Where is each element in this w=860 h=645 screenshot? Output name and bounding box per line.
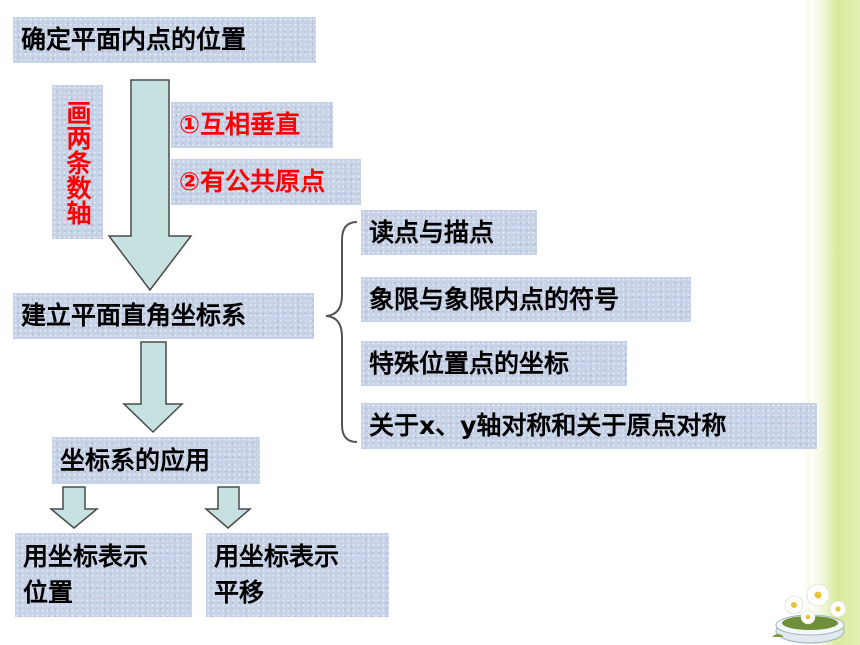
decorative-side-strip (804, 0, 860, 645)
node-symmetry: 关于x、y轴对称和关于原点对称 (361, 403, 817, 449)
arrow-down-translation (203, 486, 253, 529)
node-represent-translation: 用坐标表示平移 (206, 533, 389, 617)
arrow-down-applications (122, 341, 184, 434)
node-special-position-points: 特殊位置点的坐标 (361, 341, 627, 386)
node-represent-position: 用坐标表示位置 (15, 533, 192, 617)
flower-pot-icon (772, 583, 847, 644)
node-condition-perpendicular: ①互相垂直 (171, 102, 333, 148)
node-draw-axes: 画两条数轴 (52, 85, 103, 239)
arrow-down-position (48, 486, 100, 529)
node-applications: 坐标系的应用 (52, 437, 260, 484)
curly-brace (325, 221, 358, 443)
node-determine-position: 确定平面内点的位置 (13, 17, 316, 63)
node-quadrant-signs: 象限与象限内点的符号 (361, 277, 691, 322)
node-build-coordinate-system: 建立平面直角坐标系 (13, 293, 314, 339)
node-condition-common-origin: ②有公共原点 (171, 159, 361, 205)
node-read-and-plot-points: 读点与描点 (361, 210, 537, 255)
arrow-down-main (107, 79, 193, 292)
